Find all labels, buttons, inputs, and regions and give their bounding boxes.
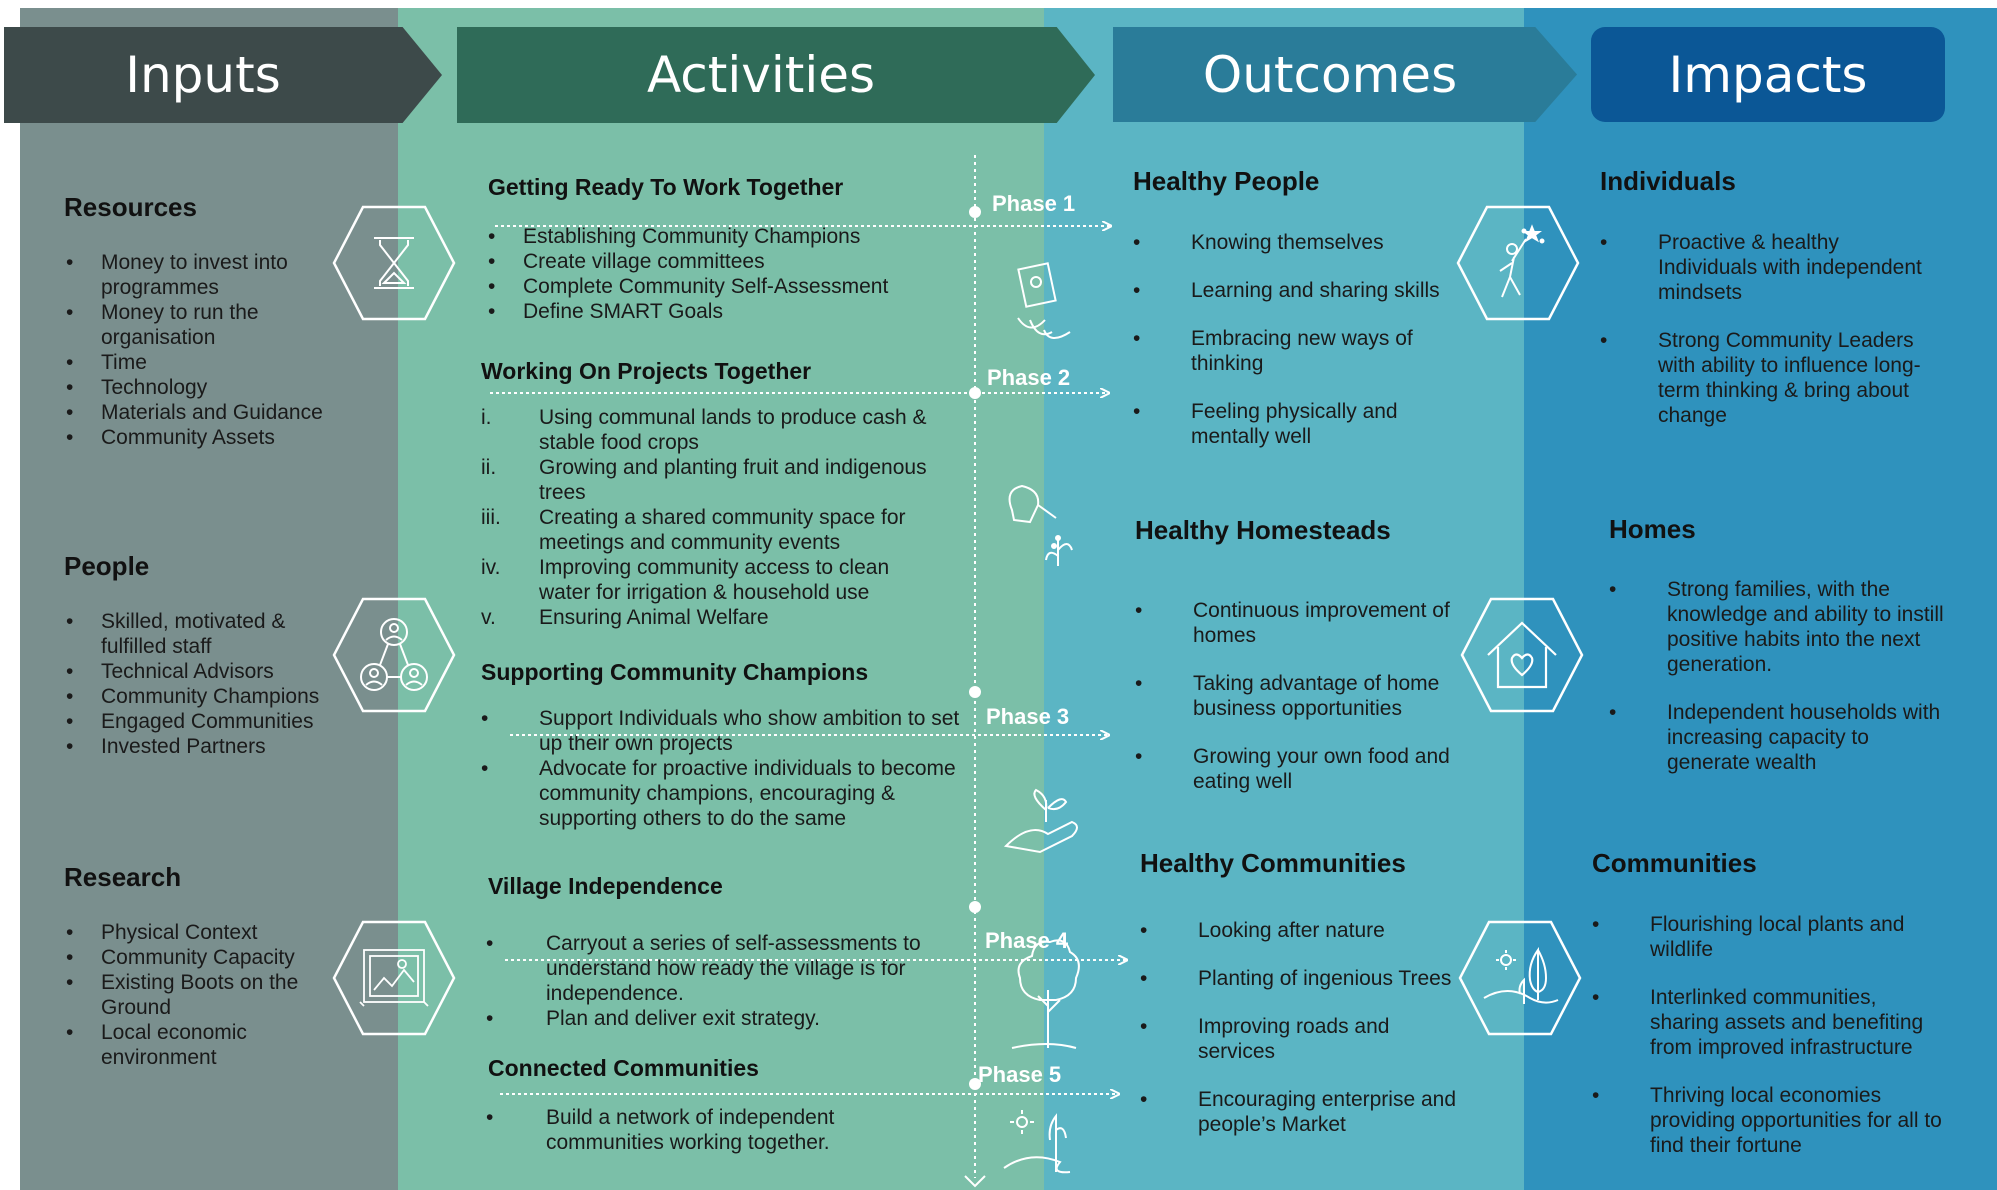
list-item: Define SMART Goals (488, 299, 968, 324)
map-blueprint-icon (332, 920, 456, 1036)
individuals-title: Individuals (1600, 166, 1736, 196)
list-item: Establishing Community Champions (488, 224, 968, 249)
village-independence-list: Carryout a series of self-assessments to… (486, 931, 956, 1031)
hourglass-icon (332, 205, 456, 321)
list-item: Money to invest into programmes (66, 250, 326, 300)
list-item: ii.Growing and planting fruit and indige… (481, 456, 927, 504)
resources-list: Money to invest into programmes Money to… (66, 250, 326, 450)
person-reaching-star-icon (1456, 205, 1580, 321)
list-item: Carryout a series of self-assessments to… (486, 931, 956, 1006)
list-item: Continuous improvement of homes (1135, 598, 1455, 648)
list-item: iii.Creating a shared community space fo… (481, 506, 906, 554)
outcomes-header: Outcomes (1113, 27, 1577, 122)
people-list: Skilled, motivated & fulfilled staff Tec… (66, 609, 356, 759)
list-item: Money to run the organisation (66, 300, 326, 350)
list-item: Support Individuals who show ambition to… (481, 706, 971, 756)
research-list: Physical Context Community Capacity Exis… (66, 920, 326, 1070)
healthy-people-title: Healthy People (1133, 166, 1320, 196)
individuals-list: Proactive & healthy Individuals with ind… (1600, 230, 1940, 451)
house-heart-icon (1460, 597, 1584, 713)
list-item: Encouraging enterprise and people’s Mark… (1140, 1087, 1460, 1137)
list-item: Independent households with increasing c… (1609, 700, 1949, 775)
phase-2-label: Phase 2 (987, 365, 1071, 390)
list-item: Engaged Communities (66, 709, 356, 734)
list-item: Advocate for proactive individuals to be… (481, 756, 971, 831)
working-projects-title: Working On Projects Together (481, 358, 812, 384)
list-item: Community Assets (66, 425, 326, 450)
list-item: Create village committees (488, 249, 968, 274)
communities-title: Communities (1592, 848, 1757, 878)
list-item: Thriving local economies providing oppor… (1592, 1083, 1947, 1158)
list-item: Skilled, motivated & fulfilled staff (66, 609, 356, 659)
homes-title: Homes (1609, 514, 1696, 544)
list-item: Interlinked communities, sharing assets … (1592, 985, 1947, 1060)
connected-communities-list: Build a network of independent communiti… (486, 1105, 916, 1155)
list-item: Proactive & healthy Individuals with ind… (1600, 230, 1940, 305)
list-item: Local economic environment (66, 1020, 326, 1070)
list-item: Planting of ingenious Trees (1140, 966, 1460, 991)
research-title: Research (64, 862, 182, 892)
list-item: v.Ensuring Animal Welfare (481, 606, 769, 629)
list-item: Strong families, with the knowledge and … (1609, 577, 1949, 677)
getting-ready-title: Getting Ready To Work Together (488, 174, 844, 200)
phase-5-label: Phase 5 (978, 1062, 1062, 1087)
list-item: Complete Community Self-Assessment (488, 274, 968, 299)
phase-4-label: Phase 4 (985, 928, 1069, 953)
communities-list: Flourishing local plants and wildlife In… (1592, 912, 1947, 1181)
list-item: Feeling physically and mentally well (1133, 399, 1453, 449)
list-item: Community Capacity (66, 945, 326, 970)
list-item: Materials and Guidance (66, 400, 326, 425)
people-network-icon (332, 597, 456, 713)
supporting-champions-title: Supporting Community Champions (481, 659, 869, 685)
healthy-communities-title: Healthy Communities (1140, 848, 1406, 878)
getting-ready-list: Establishing Community Champions Create … (488, 224, 968, 324)
list-item: Plan and deliver exit strategy. (486, 1006, 956, 1031)
phase-1-label: Phase 1 (992, 191, 1076, 216)
resources-title: Resources (64, 192, 197, 222)
inputs-header: Inputs (4, 27, 442, 123)
list-item: Improving roads and services (1140, 1014, 1460, 1064)
healthy-homesteads-list: Continuous improvement of homes Taking a… (1135, 598, 1455, 817)
list-item: Invested Partners (66, 734, 356, 759)
activities-header: Activities (457, 27, 1095, 123)
list-item: Existing Boots on the Ground (66, 970, 326, 1020)
list-item: Looking after nature (1140, 918, 1460, 943)
list-item: Strong Community Leaders with ability to… (1600, 328, 1940, 428)
list-item: Build a network of independent communiti… (486, 1105, 916, 1155)
list-item: Knowing themselves (1133, 230, 1453, 255)
healthy-communities-list: Looking after nature Planting of ingenio… (1140, 918, 1460, 1160)
working-projects-list: i.Using communal lands to produce cash &… (481, 405, 941, 630)
list-item: Learning and sharing skills (1133, 278, 1453, 303)
list-item: iv.Improving community access to clean w… (481, 556, 890, 604)
list-item: Taking advantage of home business opport… (1135, 671, 1455, 721)
healthy-homesteads-title: Healthy Homesteads (1135, 515, 1391, 545)
list-item: Physical Context (66, 920, 326, 945)
list-item: Technology (66, 375, 326, 400)
people-title: People (64, 551, 150, 581)
phase-3-label: Phase 3 (986, 704, 1070, 729)
healthy-people-list: Knowing themselves Learning and sharing … (1133, 230, 1453, 472)
list-item: i.Using communal lands to produce cash &… (481, 406, 927, 454)
list-item: Embracing new ways of thinking (1133, 326, 1453, 376)
connected-communities-title: Connected Communities (488, 1055, 759, 1081)
list-item: Community Champions (66, 684, 356, 709)
list-item: Technical Advisors (66, 659, 356, 684)
list-item: Flourishing local plants and wildlife (1592, 912, 1947, 962)
list-item: Time (66, 350, 326, 375)
impacts-header: Impacts (1591, 27, 1945, 122)
landscape-trees-icon (1458, 920, 1582, 1036)
supporting-champions-list: Support Individuals who show ambition to… (481, 706, 971, 831)
homes-list: Strong families, with the knowledge and … (1609, 577, 1949, 798)
village-independence-title: Village Independence (488, 873, 723, 899)
list-item: Growing your own food and eating well (1135, 744, 1455, 794)
